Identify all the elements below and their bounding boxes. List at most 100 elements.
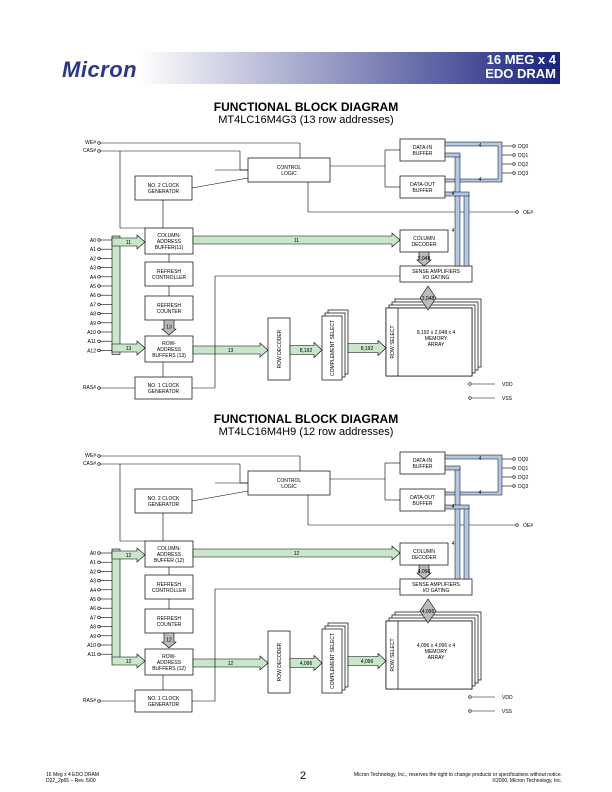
column-address-buffer-box-text: COLUMN-	[157, 233, 181, 239]
column-address-buffer-box-text: COLUMN-	[157, 546, 181, 552]
address-bus-vertical	[111, 235, 121, 355]
address-to-row-arrow-label: 12	[126, 659, 132, 665]
power-pin-label: VDD	[502, 382, 513, 388]
data-in-buffer-box-text: DATA-IN	[413, 458, 433, 464]
column-decoder-box-text: COLUMN	[413, 549, 435, 555]
power-pin-0	[468, 695, 472, 699]
control-logic-box-text: CONTROL	[277, 478, 302, 484]
address-to-column-arrow-label: 12	[126, 553, 132, 559]
dq-bus-outer	[444, 141, 503, 183]
sense-amplifiers-box-text: SENSE AMPLIFIERS	[412, 269, 460, 275]
dq-pin-3	[512, 171, 516, 175]
power-pin-1	[468, 709, 472, 713]
refresh-counter-box-text: REFRESH	[157, 616, 181, 622]
rowdec-comp-arrow	[289, 341, 323, 359]
ras-pin-label: RAS#	[83, 698, 96, 704]
row-address-buffer-box	[144, 648, 194, 676]
address-pin-label: A8	[90, 312, 96, 318]
data-in-buffer-box-text: BUFFER	[413, 151, 433, 157]
sense-amplifiers-box	[399, 578, 473, 596]
cas-pin-label: CAS#	[83, 148, 96, 154]
diagram2-title: FUNCTIONAL BLOCK DIAGRAM	[213, 412, 399, 426]
cas-pin-label: CAS#	[83, 461, 96, 467]
address-pin-label: A0	[90, 238, 96, 244]
dq-pin-label: DQ1	[518, 466, 529, 472]
address-pin-label: A6	[90, 606, 96, 612]
dq-pin-1	[512, 153, 516, 157]
data-in-buffer-box-text: DATA-IN	[413, 145, 433, 151]
clock1-generator-box-text: NO. 1 CLOCK	[148, 383, 180, 389]
address-pin-label: A6	[90, 293, 96, 299]
power-pin-label: VSS	[502, 709, 513, 715]
refresh-counter-box-text: REFRESH	[157, 303, 181, 309]
power-pin-label: VSS	[502, 396, 513, 402]
bus-width-label: 4	[479, 177, 482, 183]
row-address-buffer-box-text: ADDRESS	[157, 660, 182, 666]
row-decoder-box-text: ROW DECODER	[277, 642, 283, 681]
data-out-horizontal-bus	[444, 504, 470, 510]
data-out-buffer-box-text: BUFFER	[413, 188, 433, 194]
rowdec-comp-arrow-label: 8,192	[300, 348, 313, 354]
bus-width-label: 4	[452, 228, 455, 234]
control-logic-box	[247, 470, 331, 496]
refresh-counter-box	[144, 608, 194, 634]
page-number: 2	[300, 770, 307, 782]
column-decoder-box-text: DECODER	[411, 242, 436, 248]
dq-pin-label: DQ0	[518, 144, 529, 150]
control-logic-box	[247, 157, 331, 183]
complement-select-box-2	[321, 628, 343, 694]
dq-pin-0	[512, 457, 516, 461]
oe-pin-label: OE#	[523, 523, 533, 529]
data-in-horizontal-bus	[444, 152, 461, 158]
we-pin	[97, 454, 101, 458]
address-to-row-arrow-label: 13	[126, 346, 132, 352]
sense-amplifiers-box-text: I/O GATING	[423, 588, 450, 594]
refresh-controller-box-text: REFRESH	[157, 582, 181, 588]
row-bus-arrow	[192, 342, 269, 358]
dq-pin-label: DQ1	[518, 153, 529, 159]
header-bar	[46, 52, 560, 84]
address-pin-label: A11	[87, 652, 96, 658]
doc-title-line1: 16 MEG x 4	[486, 52, 556, 67]
comp-rowsel-arrow-label: 4,096	[361, 659, 374, 665]
address-pin-A8	[97, 624, 101, 629]
address-pin-label: A7	[90, 615, 96, 621]
data-in-buffer-box-text: BUFFER	[413, 464, 433, 470]
memory-array-label: 8,192 x 2,048 x 4	[417, 330, 456, 336]
footer-right: Micron Technology, Inc., reserves the ri…	[354, 772, 562, 784]
address-pin-label: A1	[90, 560, 96, 566]
sense-array-diamond-label: 4,096	[422, 609, 435, 615]
bus-width-label: 4	[479, 143, 482, 149]
row-address-buffer-box-text: BUFFERS (13)	[152, 353, 186, 359]
sense-array-diamond	[419, 285, 437, 311]
we-pin-label: WE#	[85, 140, 96, 146]
clock2-generator-box-text: GENERATOR	[148, 502, 180, 508]
dq-pin-label: DQ0	[518, 457, 529, 463]
dq-pin-3	[512, 484, 516, 488]
address-pin-A11	[97, 652, 101, 656]
column-address-buffer-box-text: BUFFER(11)	[155, 245, 184, 251]
address-pin-label: A9	[90, 634, 96, 640]
address-pin-A2	[97, 569, 101, 574]
address-to-column-arrow-label: 11	[126, 240, 131, 246]
doc-title: 16 MEG x 4 EDO DRAM	[485, 53, 556, 81]
data-in-horizontal-bus	[444, 465, 461, 471]
refresh-controller-box-text: CONTROLLER	[152, 275, 187, 281]
clock2-generator-box-text: GENERATOR	[148, 189, 180, 195]
address-pin-label: A8	[90, 625, 96, 631]
column-bus-arrow-label: 11	[294, 238, 299, 244]
memory-array-label: ARRAY	[428, 342, 446, 348]
refresh-bus-arrow	[161, 632, 177, 649]
dq-pin-label: DQ3	[518, 171, 529, 177]
address-pin-label: A2	[90, 256, 96, 262]
row-address-buffer-box-text: ADDRESS	[157, 347, 182, 353]
footer-right-line2: ©2000, Micron Technology, Inc.	[492, 778, 562, 784]
comp-rowsel-arrow	[347, 652, 387, 670]
address-pin-label: A5	[90, 284, 96, 290]
cas-pin	[97, 462, 101, 466]
memory-array-label: MEMORY	[425, 336, 448, 342]
coldec-sense-arrow	[416, 564, 432, 580]
address-pin-A4	[97, 588, 101, 592]
comp-rowsel-arrow-label: 8,192	[361, 346, 374, 352]
footer-left-line2: D22_2p65 – Rev. 5/00	[46, 778, 96, 784]
